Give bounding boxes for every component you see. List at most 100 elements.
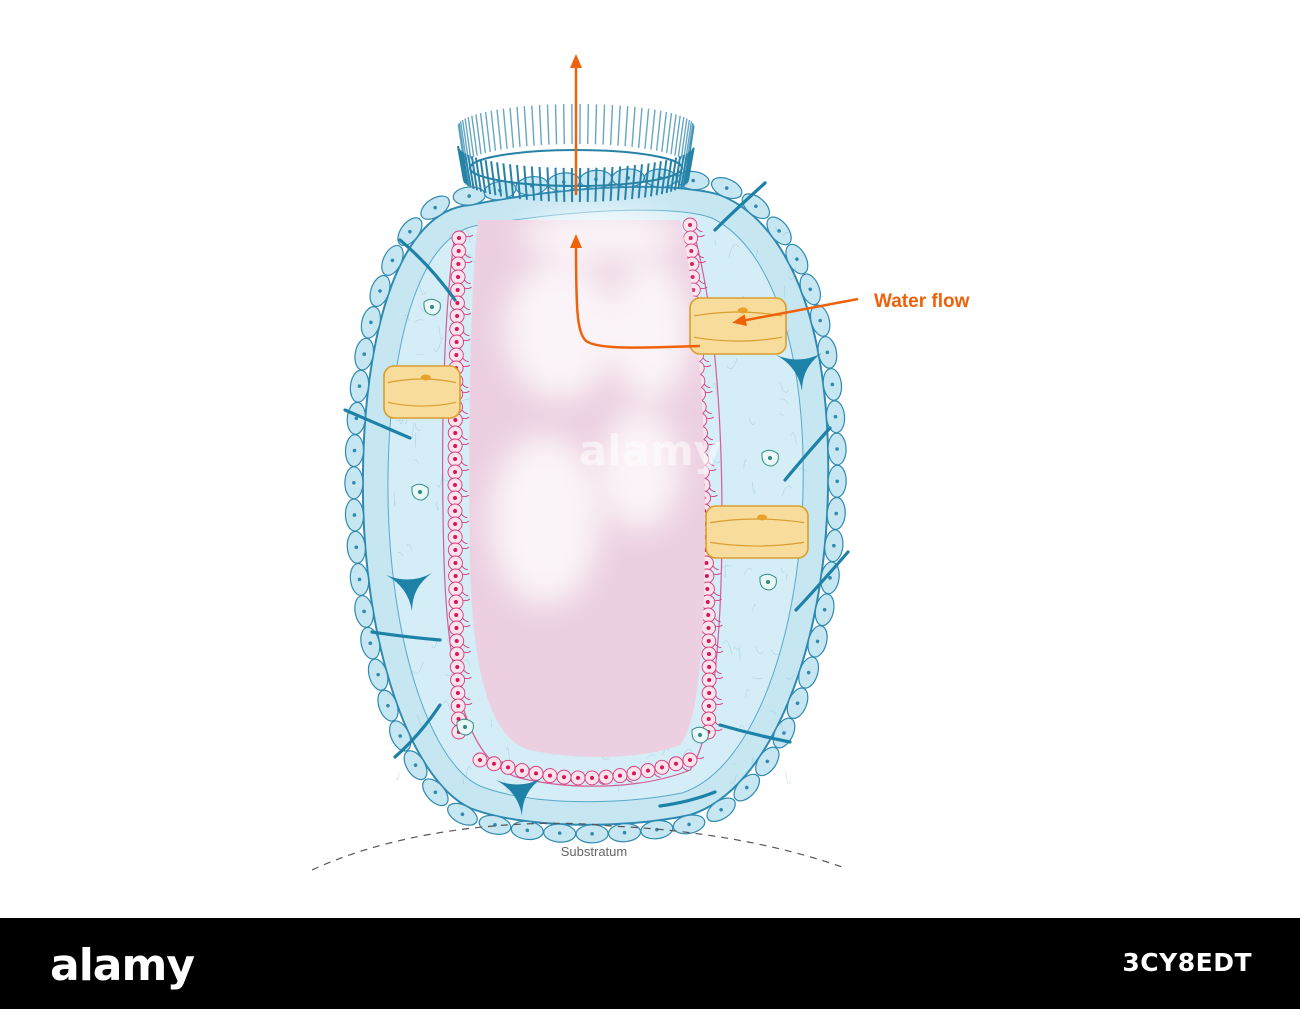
osculum-collar-fiber [532, 106, 534, 146]
osculum-collar-fiber [645, 109, 649, 149]
choanocyte-nucleus [688, 758, 692, 762]
amoebocyte-nucleus [430, 305, 434, 309]
choanocyte-nucleus [707, 717, 711, 721]
choanocyte-nucleus [707, 626, 711, 630]
footer-bar: alamy 3CY8EDT [0, 918, 1300, 1009]
porocyte-cell [706, 506, 808, 558]
porocyte-cell [384, 366, 460, 418]
choanocyte-nucleus [455, 314, 459, 318]
choanocyte-nucleus [705, 587, 709, 591]
osculum-collar-fiber [547, 105, 548, 145]
choanocyte-nucleus [453, 561, 457, 565]
osculum-collar-fiber [662, 112, 667, 152]
choanocyte-nucleus [456, 691, 460, 695]
choanocyte-nucleus [455, 340, 459, 344]
choanocyte-nucleus [453, 470, 457, 474]
sponge-diagram: Water flow Substratum alamy [0, 0, 1300, 918]
choanocyte-nucleus [706, 600, 710, 604]
choanocyte-nucleus [689, 249, 693, 253]
choanocyte-nucleus [534, 771, 538, 775]
choanocyte-nucleus [691, 275, 695, 279]
osculum-collar-fiber [632, 107, 635, 147]
choanocyte-nucleus [707, 652, 711, 656]
osculum-collar-fiber [657, 111, 661, 151]
choanocyte-nucleus [689, 236, 693, 240]
choanocyte-nucleus [456, 275, 460, 279]
choanocyte-nucleus [548, 774, 552, 778]
osculum-collar-fiber [524, 106, 527, 146]
osculum-collar-fiber [540, 105, 542, 145]
choanocyte-nucleus [705, 574, 709, 578]
choanocyte-nucleus [646, 769, 650, 773]
porocyte-nucleus [421, 374, 431, 380]
choanocyte-nucleus [674, 762, 678, 766]
choanocyte-nucleus [453, 548, 457, 552]
osculum-collar-fiber [556, 168, 557, 202]
choanocyte-nucleus [520, 769, 524, 773]
choanocyte-nucleus [707, 691, 711, 695]
choanocyte-nucleus [453, 496, 457, 500]
choanocyte-nucleus [707, 678, 711, 682]
choanocyte-nucleus [453, 509, 457, 513]
choanocyte-nucleus [457, 249, 461, 253]
choanocyte-nucleus [506, 765, 510, 769]
choanocyte-nucleus [562, 775, 566, 779]
choanocyte-nucleus [576, 776, 580, 780]
water-flow-label: Water flow [874, 291, 970, 312]
choanocyte-nucleus [690, 262, 694, 266]
osculum-collar-fiber [595, 104, 596, 144]
choanocyte-nucleus [704, 561, 708, 565]
osculum-collar-fiber [651, 110, 655, 150]
choanocyte-nucleus [632, 771, 636, 775]
choanocyte-nucleus [618, 774, 622, 778]
choanocyte-nucleus [454, 626, 458, 630]
choanocyte-nucleus [590, 776, 594, 780]
choanocyte-nucleus [453, 418, 457, 422]
choanocyte-nucleus [454, 600, 458, 604]
choanocyte-nucleus [455, 665, 459, 669]
choanocyte-nucleus [454, 613, 458, 617]
osculum-collar-fiber [517, 107, 520, 147]
porocyte-cell [690, 298, 786, 354]
osculum-collar-fiber [639, 108, 642, 148]
choanocyte-nucleus [478, 758, 482, 762]
watermark: alamy [579, 426, 721, 475]
choanocyte-nucleus [454, 587, 458, 591]
osculum-collar-fiber [595, 168, 596, 202]
osculum-collar-fiber [625, 106, 628, 146]
osculum-collar-fiber [603, 105, 604, 145]
choanocyte-nucleus [457, 236, 461, 240]
footer-brand-logo: alamy [50, 940, 194, 991]
diagram-canvas: Water flow Substratum alamy [0, 0, 1300, 918]
amoebocyte-nucleus [418, 490, 422, 494]
osculum-collar-fiber [486, 112, 491, 152]
choanocyte-nucleus [455, 327, 459, 331]
osculum-collar-fiber [564, 104, 565, 144]
choanocyte-nucleus [453, 457, 457, 461]
choanocyte-nucleus [688, 223, 692, 227]
osculum-collar-fiber [611, 105, 613, 145]
osculum-collar-fiber [510, 108, 513, 148]
choanocyte-nucleus [492, 762, 496, 766]
osculum-collar-fiber [556, 104, 557, 144]
choanocyte-nucleus [453, 535, 457, 539]
choanocyte-nucleus [453, 483, 457, 487]
choanocyte-nucleus [706, 613, 710, 617]
choanocyte-nucleus [453, 431, 457, 435]
choanocyte-nucleus [604, 775, 608, 779]
osculum-collar-fiber [588, 168, 589, 202]
choanocyte-nucleus [455, 639, 459, 643]
choanocyte-nucleus [454, 353, 458, 357]
mesohyl-fiber [786, 771, 791, 784]
choanocyte-nucleus [453, 522, 457, 526]
osculum-collar-fiber [481, 113, 486, 153]
osculum-collar-fiber [564, 168, 565, 202]
epidermal-cell-nucleus [352, 481, 356, 485]
choanocyte-nucleus [455, 652, 459, 656]
osculum-collar-fiber [667, 113, 672, 153]
porocyte-nucleus [757, 514, 767, 520]
osculum-collar-fiber [618, 106, 620, 146]
choanocyte-nucleus [456, 288, 460, 292]
amoebocyte-nucleus [768, 456, 772, 460]
amoebocyte-nucleus [698, 733, 702, 737]
